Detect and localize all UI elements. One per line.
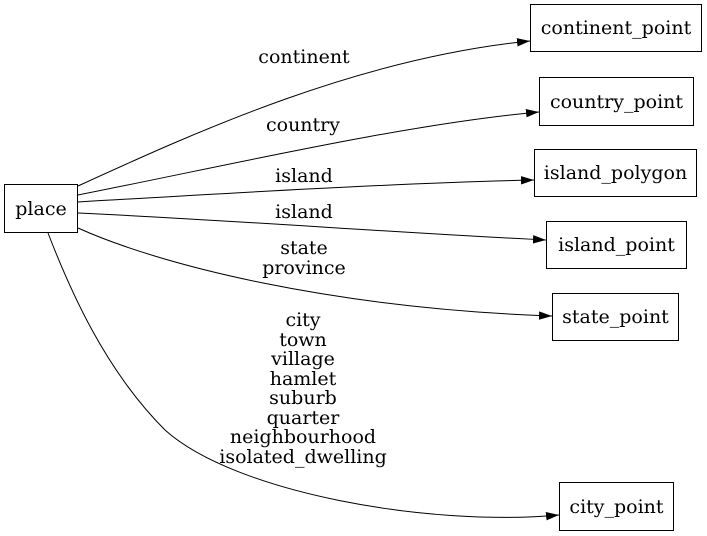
node-island-polygon-label: island_polygon <box>543 162 688 184</box>
node-island-point-label: island_point <box>558 234 675 256</box>
node-country-point: country_point <box>539 77 694 126</box>
node-state-point: state_point <box>552 293 679 341</box>
edge-label-line: state <box>280 237 328 259</box>
edge-label-state-province: state province <box>262 237 346 279</box>
node-city-point: city_point <box>559 482 674 531</box>
edge-place-state_point <box>77 227 553 320</box>
node-country-point-label: country_point <box>549 90 684 113</box>
edge-label-line: city <box>285 309 321 331</box>
edge-label-line: town <box>279 328 327 351</box>
node-place-label: place <box>15 197 67 220</box>
edge-place-island_polygon <box>77 176 535 203</box>
node-place: place <box>4 184 78 233</box>
edge-label-line: hamlet <box>269 367 337 390</box>
edge-label-line: quarter <box>266 406 340 429</box>
edge-label-line: suburb <box>269 387 337 409</box>
edge-label-island-point: island <box>275 201 333 223</box>
edge-label-continent: continent <box>258 46 350 68</box>
edge-label-line: neighbourhood <box>229 426 377 448</box>
edge-label-line: village <box>271 348 335 370</box>
edge-label-line: province <box>262 256 346 279</box>
edge-place-island_point <box>77 212 547 244</box>
edge-label-line: isolated_dwelling <box>219 445 387 468</box>
node-island-point: island_point <box>546 221 687 269</box>
edge-label-country: country <box>265 114 341 136</box>
node-state-point-label: state_point <box>562 306 669 328</box>
edge-label-city-types: city town village hamlet suburb quarter … <box>219 309 387 468</box>
node-city-point-label: city_point <box>569 495 664 518</box>
node-island-polygon: island_polygon <box>534 149 697 197</box>
node-continent-point: continent_point <box>530 4 702 52</box>
edge-place-continent_point <box>77 38 531 187</box>
edge-place-city_point <box>47 232 560 521</box>
edge-place-country_point <box>77 109 540 196</box>
edge-label-island-polygon: island <box>275 165 333 187</box>
node-continent-point-label: continent_point <box>540 17 692 39</box>
